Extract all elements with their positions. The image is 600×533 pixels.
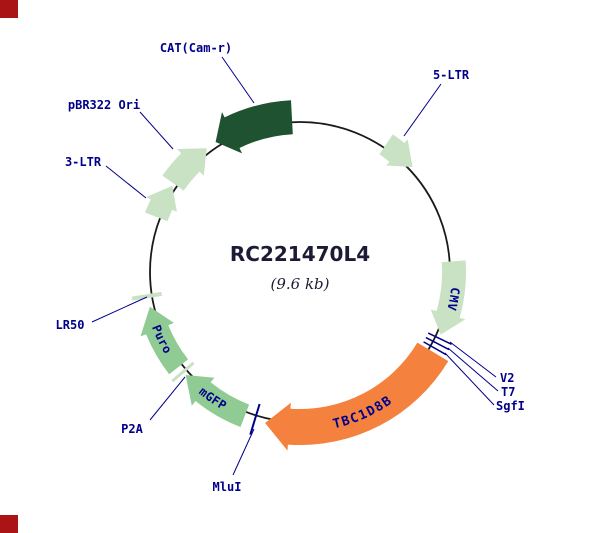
cat-label: CAT(Cam-r) bbox=[160, 41, 232, 55]
cmv-feature-label: CMV bbox=[444, 287, 462, 313]
t7-leader-line bbox=[447, 347, 499, 392]
p2a-feature-tick bbox=[171, 361, 195, 383]
feature-tbc1d8b bbox=[265, 342, 449, 451]
mlui-leader-line bbox=[232, 428, 255, 476]
lr50-leader-line bbox=[91, 296, 148, 323]
bottom-left-corner-marker bbox=[0, 515, 18, 533]
site-ticks bbox=[249, 332, 452, 435]
v2-site-tick bbox=[427, 332, 452, 345]
sgfi-label: SgfI bbox=[496, 399, 525, 413]
feature-cmv bbox=[430, 260, 467, 335]
feature-puro bbox=[140, 306, 189, 375]
v2-leader-line bbox=[449, 341, 497, 378]
3ltr-label: 3-LTR bbox=[65, 155, 102, 169]
mlui-label: MluI bbox=[213, 480, 242, 494]
feature-pbr322-ori bbox=[162, 148, 207, 191]
sgfi-leader-line bbox=[444, 352, 495, 406]
leader-lines bbox=[91, 56, 499, 476]
mlui-site-tick bbox=[249, 403, 261, 435]
plasmid-title: RC221470L4 bbox=[230, 242, 370, 266]
t7-label: T7 bbox=[501, 385, 515, 399]
feature-5ltr bbox=[379, 134, 413, 167]
plasmid-size-label: (9.6 kb) bbox=[270, 275, 329, 293]
p2a-label: P2A bbox=[121, 422, 143, 436]
callout-labels: CAT(Cam-r) 5-LTR pBR322 Ori 3-LTR LR50 P… bbox=[56, 41, 525, 494]
pbr-leader-line bbox=[139, 111, 174, 150]
pbr322-ori-label: pBR322 Ori bbox=[68, 98, 140, 112]
sgfi-site-tick bbox=[423, 341, 447, 356]
3ltr-leader-line bbox=[105, 165, 147, 199]
feature-mgfp bbox=[185, 375, 250, 427]
lr50-feature-tick bbox=[131, 291, 163, 301]
lr50-label: LR50 bbox=[56, 318, 85, 332]
feature-3ltr bbox=[145, 185, 177, 222]
5ltr-label: 5-LTR bbox=[433, 68, 470, 82]
t7-site-tick bbox=[425, 336, 450, 351]
feature-cat bbox=[215, 100, 293, 154]
top-left-corner-marker bbox=[0, 0, 18, 18]
p2a-leader-line bbox=[149, 376, 186, 421]
feature-ticks bbox=[131, 291, 195, 383]
cat-leader-line bbox=[221, 56, 255, 104]
v2-label: V2 bbox=[500, 371, 514, 385]
5ltr-leader-line bbox=[403, 83, 442, 137]
feature-arrows bbox=[140, 100, 467, 451]
